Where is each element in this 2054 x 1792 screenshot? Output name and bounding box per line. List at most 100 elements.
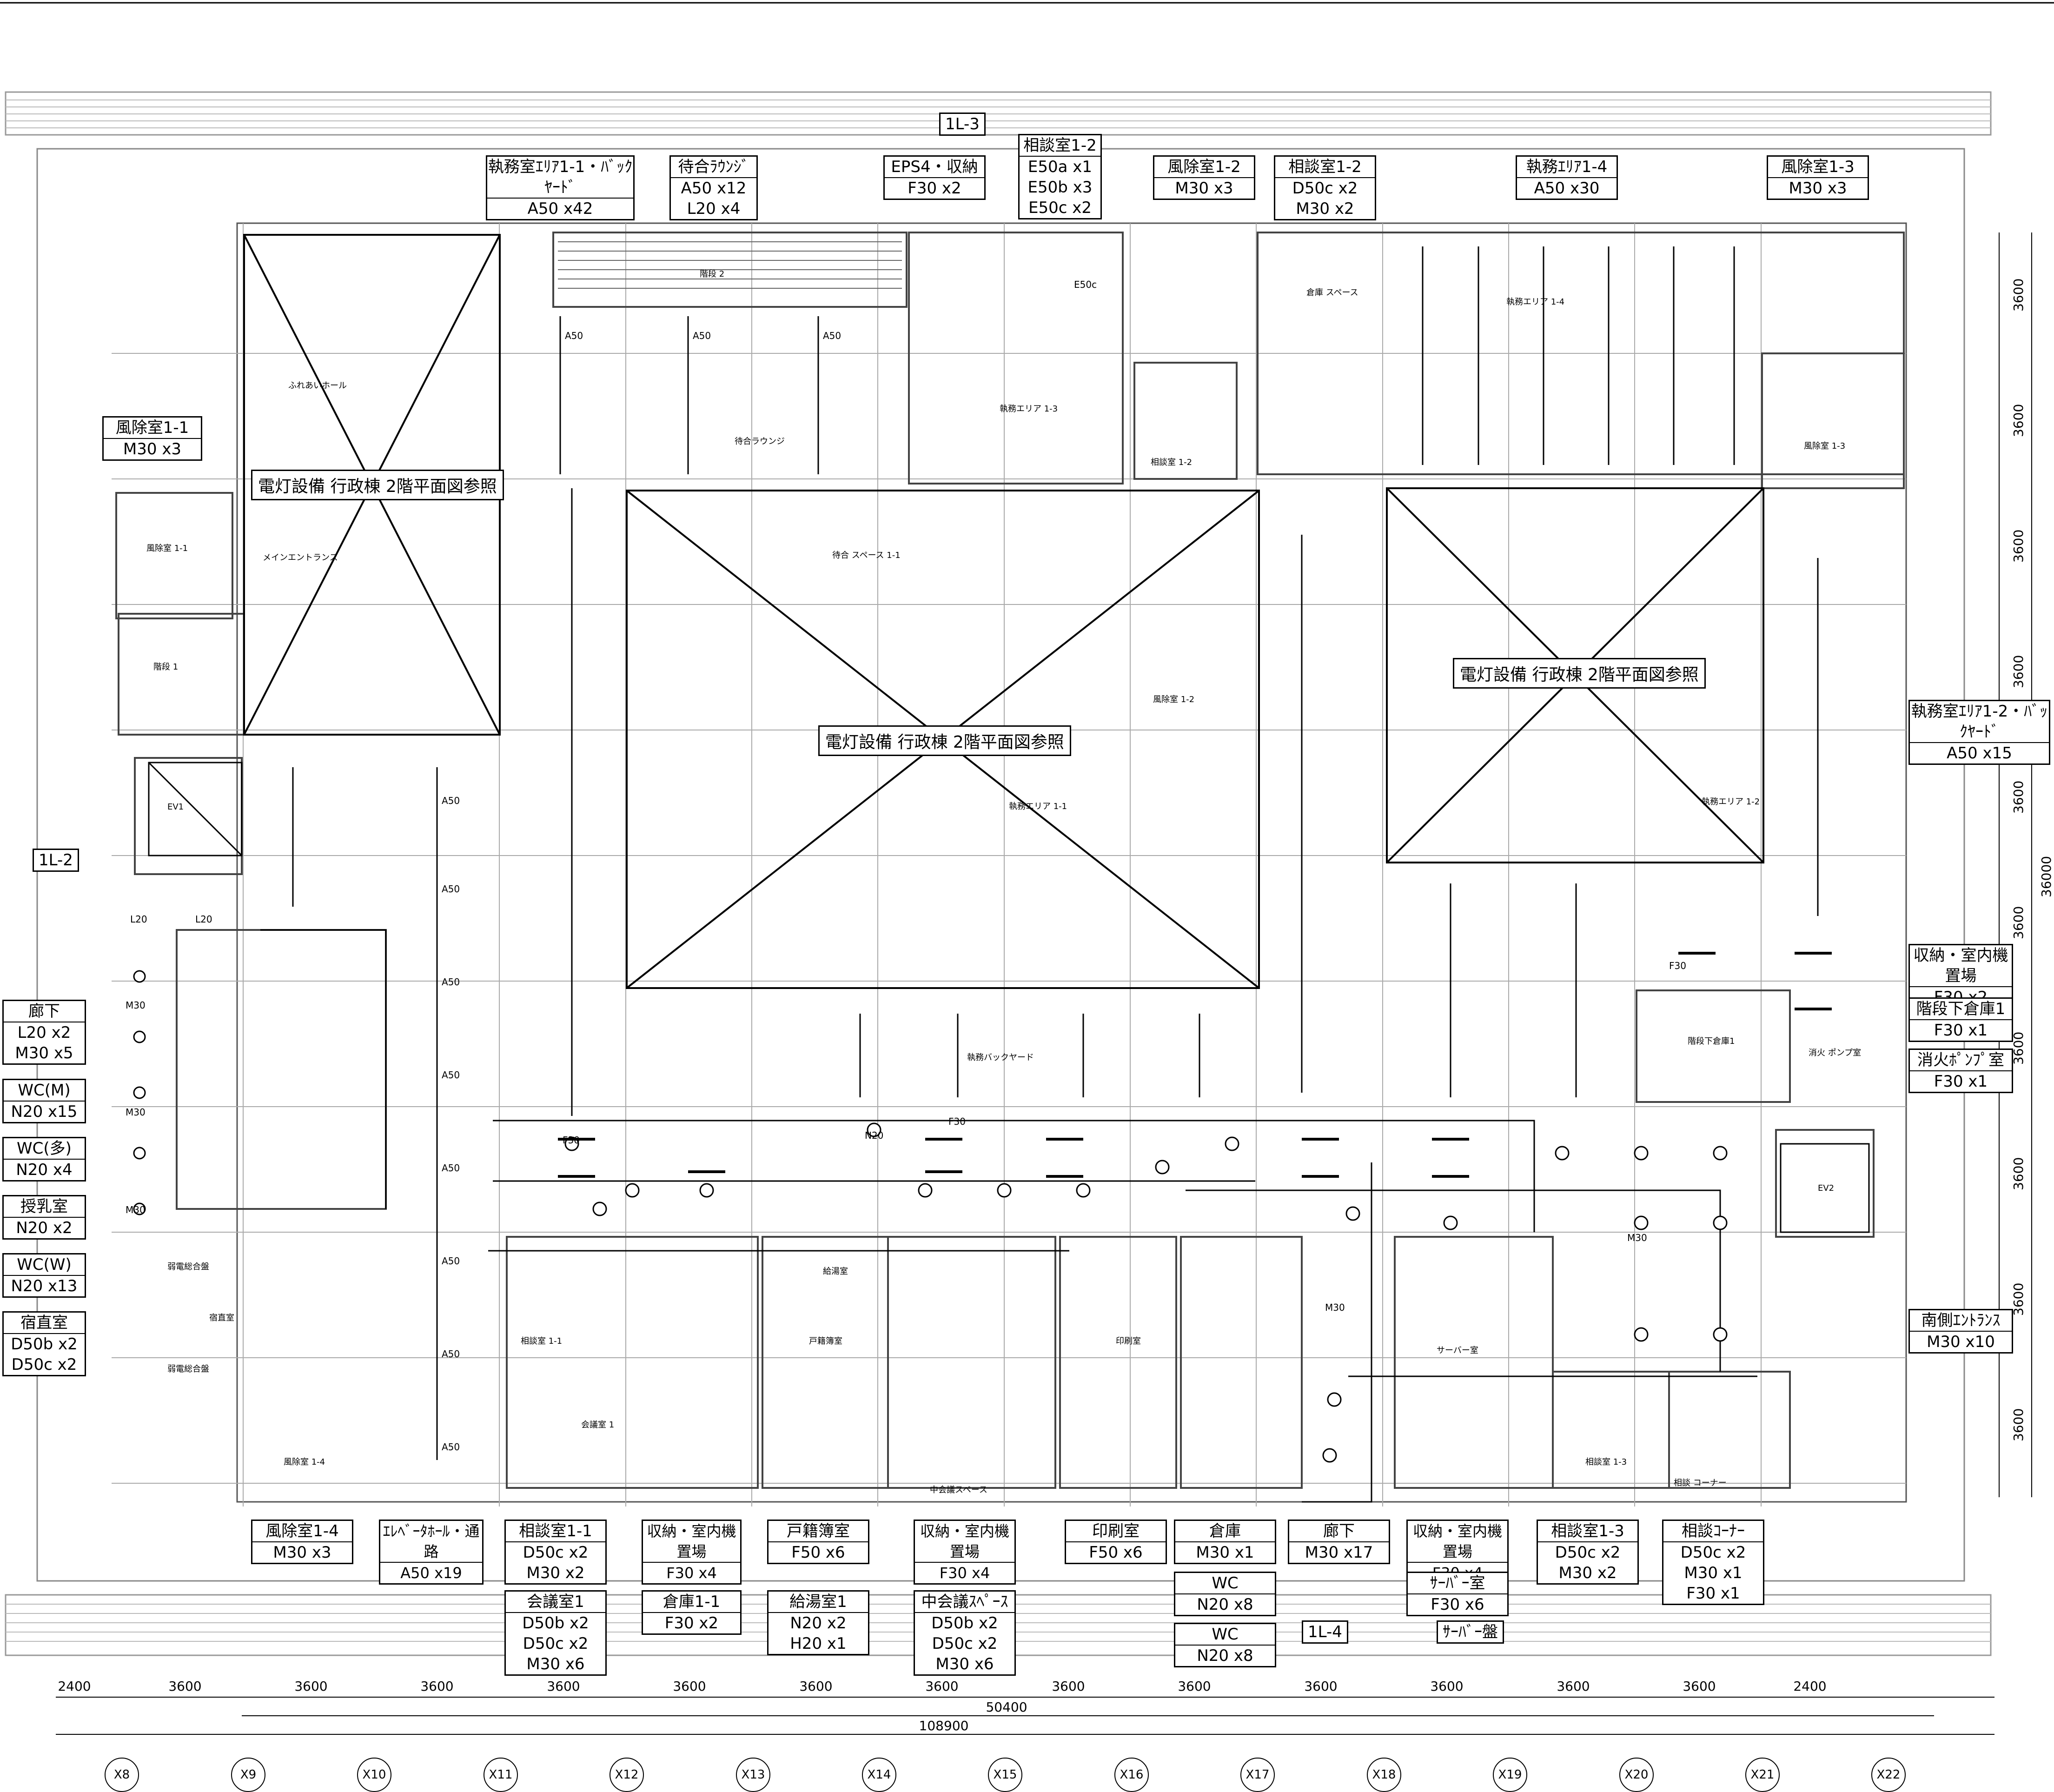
fixture-tag: F30 [948,1116,966,1127]
grid-label: X18 [1367,1758,1401,1792]
room-label-waiting-space: 待合 スペース 1-1 [832,551,901,560]
room-label-office-1-4: 執務エリア 1-4 [1506,297,1565,307]
room-label-main-entrance: メインエントランス [263,553,338,563]
right-dimension: 3600 [2011,1408,2026,1441]
fixture-tag: M30 [126,1000,146,1011]
fixture-tag: A50 [442,795,460,806]
room-label-consult-1-1: 相談室 1-1 [521,1336,563,1346]
grid-label: X16 [1114,1758,1149,1792]
fixture-tag: M30 [126,1204,146,1215]
fixture-tag: A50 [442,1255,460,1267]
bay-dimension: 3600 [1683,1679,1716,1694]
bay-dimension: 3600 [673,1679,706,1694]
room-label-backyard: 執務バックヤード [967,1053,1034,1062]
total-dimension: 108900 [919,1718,969,1733]
grid-label: X17 [1240,1758,1275,1792]
room-label-storage-space: 倉庫 スペース [1306,288,1358,298]
room-label-office-1-3: 執務エリア 1-3 [1000,404,1058,414]
sheet-ref-left[interactable]: 1L-2 [33,849,79,872]
grid-label: X13 [736,1758,770,1792]
bay-dimension: 3600 [294,1679,328,1694]
grid-label: X20 [1619,1758,1654,1792]
bay-dimension: 2400 [1793,1679,1827,1694]
bay-dimension: 3600 [799,1679,833,1694]
fixture-tag: A50 [442,1069,460,1081]
fixture-tag: A50 [442,883,460,895]
fixture-tag: M30 [1325,1302,1345,1313]
room-label-kitchenette: 給湯室 [823,1267,848,1276]
room-label-consult-1-3: 相談室 1-3 [1585,1457,1627,1467]
upper-floor-note-3: 電灯設備 行政棟 2階平面図参照 [1453,658,1706,689]
right-dimension: 3600 [2011,278,2026,312]
right-dimension: 3600 [2011,529,2026,563]
fixture-tag: M30 [126,1107,146,1118]
room-label-server: サーバー室 [1437,1346,1478,1355]
bay-dimension: 2400 [58,1679,91,1694]
right-dimension: 3600 [2011,1282,2026,1316]
sheet-ref-bottom[interactable]: 1L-4 [1302,1620,1348,1644]
room-label-mid-meeting: 中会議スペース [930,1485,987,1495]
sheet-ref-top[interactable]: 1L-3 [939,113,986,136]
room-label-stairs1: 階段 1 [153,662,179,672]
room-label-office-1-2: 執務エリア 1-2 [1702,797,1760,807]
fixture-tag: E50c [1074,279,1097,290]
grid-label: X10 [357,1758,391,1792]
grid-label: X22 [1871,1758,1906,1792]
room-label-vestibule-1-1: 風除室 1-1 [146,544,188,553]
schedule-box-left: WC(M)N20 x15 [2,1079,86,1123]
bay-dimension: 3600 [1557,1679,1590,1694]
fixture-tag: F30 [1669,960,1686,971]
bay-dimension: 3600 [1304,1679,1338,1694]
room-label-ev2: EV2 [1818,1183,1835,1193]
subtotal-dimension: 50400 [986,1699,1027,1715]
right-dimension: 3600 [2011,906,2026,939]
room-label-understair-storage: 階段下倉庫1 [1688,1036,1735,1046]
fixture-tag: A50 [442,1162,460,1174]
upper-floor-note-2: 電灯設備 行政棟 2階平面図参照 [818,725,1071,756]
room-label-office-1-1: 執務エリア 1-1 [1009,802,1067,811]
right-total-dimension: 36000 [2039,856,2054,897]
room-label-vestibule-1-4: 風除室 1-4 [284,1457,325,1467]
bay-dimension: 3600 [420,1679,454,1694]
bay-dimension: 3600 [168,1679,202,1694]
right-dimension: 3600 [2011,780,2026,814]
right-dimension: 3600 [2011,404,2026,437]
grid-label: X14 [862,1758,896,1792]
fixture-tag: A50 [442,1348,460,1360]
room-label-vestibule-1-2: 風除室 1-2 [1153,695,1195,704]
bay-dimension: 3600 [925,1679,959,1694]
fixture-tag: N20 [865,1130,884,1141]
upper-floor-note-1: 電灯設備 行政棟 2階平面図参照 [251,470,504,500]
fixture-tag: A50 [693,330,711,341]
room-label-family-register: 戸籍簿室 [809,1336,842,1346]
room-label-weak-current-2: 弱電総合盤 [167,1364,209,1374]
fixture-tag: F30 [563,1135,580,1146]
room-label-night-duty: 宿直室 [209,1313,234,1323]
room-label-lounge: 待合ラウンジ [735,437,785,446]
room-label-print: 印刷室 [1116,1336,1141,1346]
bay-dimension: 3600 [547,1679,580,1694]
